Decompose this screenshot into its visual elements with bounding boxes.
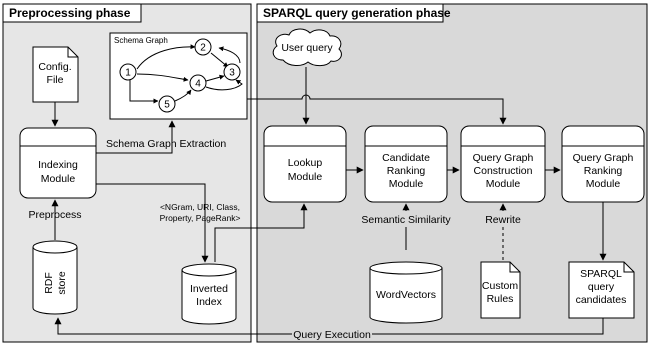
custom-rules-label-1: Custom <box>482 280 518 292</box>
schema-node-1 <box>119 63 137 81</box>
edge-indexing-to-schema-graph <box>96 120 176 154</box>
user-query-node: User query <box>272 28 342 67</box>
schema-node-2 <box>194 38 212 56</box>
query-graph-construction-module-node: Query Graph Construction Module <box>460 125 546 203</box>
index-fields-label-2: Property, PageRank> <box>160 213 241 223</box>
lookup-module-label-2: Module <box>288 171 323 183</box>
schema-node-2-label: 2 <box>200 43 206 54</box>
inverted-index-label-1: Inverted <box>190 283 228 295</box>
qg-construction-label-2: Construction <box>474 165 533 177</box>
word-vectors-label: WordVectors <box>376 289 436 301</box>
rewrite-label: Rewrite <box>485 214 521 226</box>
query-graph-ranking-module-node: Query Graph Ranking Module <box>561 125 645 203</box>
rdf-store-label-1: RDF <box>43 272 55 294</box>
custom-rules-node: Custom Rules <box>480 261 521 319</box>
schema-node-5-label: 5 <box>164 100 170 111</box>
candidate-ranking-module-node: Candidate Ranking Module <box>364 125 448 203</box>
word-vectors-node: WordVectors <box>369 261 443 324</box>
schema-graph-extraction-label: Schema Graph Extraction <box>106 138 226 150</box>
inverted-index-node: Inverted Index <box>181 263 237 325</box>
schema-node-5 <box>158 95 176 113</box>
indexing-module-label-2: Module <box>41 173 76 185</box>
schema-node-3-label: 3 <box>229 68 235 79</box>
rdf-store-label-2: store <box>56 271 68 295</box>
sparql-candidates-label-2: query <box>588 281 615 293</box>
schema-node-4-label: 4 <box>195 79 201 90</box>
query-execution-label: Query Execution <box>293 329 371 341</box>
custom-rules-label-2: Rules <box>487 293 514 305</box>
config-file-node: Config. File <box>32 46 79 103</box>
qg-construction-label-1: Query Graph <box>473 152 534 164</box>
preprocessing-panel-title: Preprocessing phase <box>9 6 131 20</box>
qg-construction-label-3: Module <box>486 178 521 190</box>
sparql-candidates-label-3: candidates <box>576 294 627 306</box>
qg-ranking-label-2: Ranking <box>584 165 623 177</box>
lookup-module-label-1: Lookup <box>288 157 323 169</box>
qg-ranking-label-3: Module <box>586 178 621 190</box>
schema-node-1-label: 1 <box>125 68 131 79</box>
candidate-ranking-label-3: Module <box>389 178 424 190</box>
schema-node-4 <box>189 74 207 92</box>
candidate-ranking-label-2: Ranking <box>387 165 426 177</box>
inverted-index-label-2: Index <box>196 296 222 308</box>
indexing-module-label-1: Indexing <box>38 159 78 171</box>
candidate-ranking-label-1: Candidate <box>382 152 430 164</box>
schema-graph-title: Schema Graph <box>114 36 168 45</box>
edge-schema-graph-to-qg-construction <box>247 94 507 125</box>
query-generation-panel-title: SPARQL query generation phase <box>263 6 451 20</box>
rdf-store-node: RDF store <box>32 240 78 315</box>
edge-inverted-index-to-lookup <box>214 203 308 262</box>
user-query-label: User query <box>281 42 333 54</box>
config-file-label-2: File <box>47 74 64 86</box>
lookup-module-node: Lookup Module <box>263 125 347 203</box>
schema-graph-box: Schema Graph 1 2 3 4 5 <box>109 32 248 120</box>
semantic-similarity-label: Semantic Similarity <box>361 214 451 226</box>
preprocess-label: Preprocess <box>28 209 81 221</box>
sparql-candidates-label-1: SPARQL <box>580 268 622 280</box>
config-file-label-1: Config. <box>38 61 71 73</box>
index-fields-label-1: <NGram, URI, Class, <box>160 202 240 212</box>
edge-indexing-to-inverted-index <box>96 183 209 263</box>
schema-node-3 <box>223 63 241 81</box>
indexing-module-node: Indexing Module <box>19 127 97 199</box>
qg-ranking-label-1: Query Graph <box>573 152 634 164</box>
sparql-candidates-node: SPARQL query candidates <box>568 261 635 319</box>
